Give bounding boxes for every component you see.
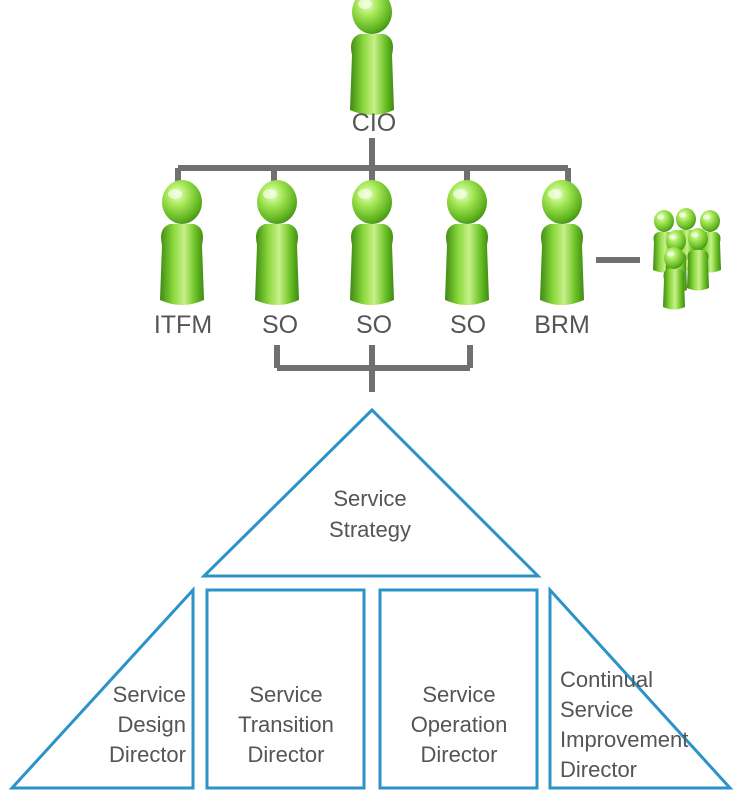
improvement-line-1: Continual [560,667,653,692]
transition-line-1: Service [249,682,322,707]
design-line-1: Service [113,682,186,707]
so-person-icon [255,180,299,305]
so-label: SO [356,311,392,339]
itfm-label: ITFM [154,311,212,339]
operation-line-1: Service [422,682,495,707]
improvement-line-3: Improvement [560,727,688,752]
design-line-2: Design [118,712,186,737]
so-person-icon [350,180,394,305]
operation-line-3: Director [420,742,497,767]
so-label: SO [262,311,298,339]
itfm-person-icon [160,180,204,305]
connector-lines [175,138,640,392]
transition-line-3: Director [247,742,324,767]
strategy-line-2: Strategy [329,517,411,542]
improvement-line-2: Service [560,697,633,722]
cio-person-icon [350,0,394,115]
continual-improvement-triangle [548,586,734,790]
so-label: SO [450,311,486,339]
service-design-triangle [8,586,195,790]
operation-line-2: Operation [411,712,508,737]
strategy-line-1: Service [333,486,406,511]
brm-label: BRM [534,311,590,339]
brm-person-icon [540,180,584,305]
service-strategy-triangle [200,407,542,578]
design-line-3: Director [109,742,186,767]
service-transition-box [205,588,366,790]
service-operation-box [378,588,539,790]
transition-line-2: Transition [238,712,334,737]
team-group-icon [653,208,721,310]
so-person-icon [445,180,489,305]
cio-label: CIO [352,109,396,137]
improvement-line-4: Director [560,757,637,782]
